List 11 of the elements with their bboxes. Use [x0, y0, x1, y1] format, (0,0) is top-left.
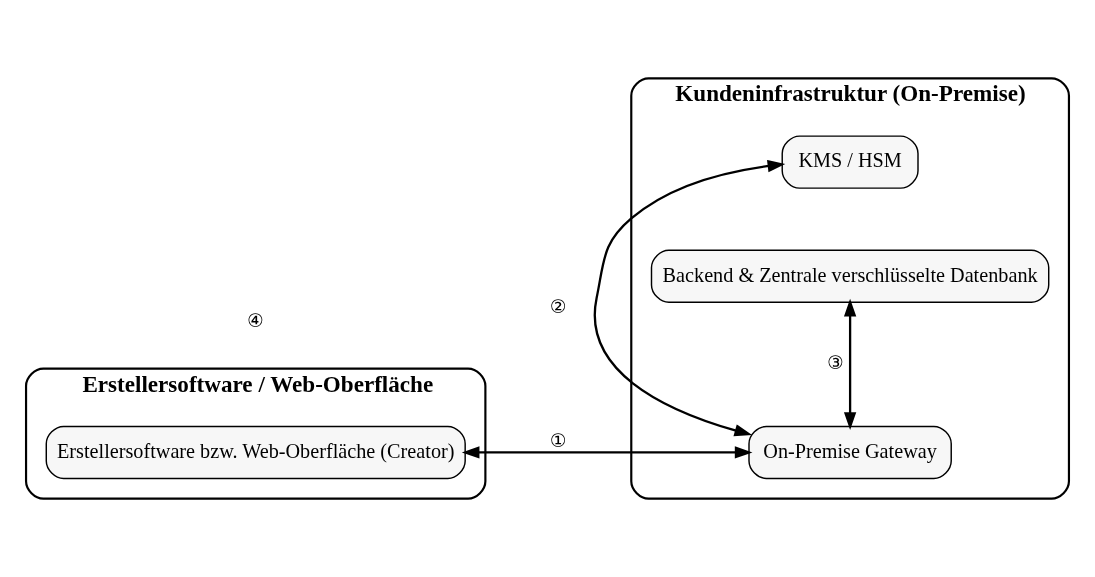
edge-label: ③ [827, 352, 845, 374]
node-box: On-Premise Gateway [748, 425, 952, 480]
edge-label: ② [549, 295, 567, 317]
arrow [461, 446, 753, 459]
node-box: KMS / HSM [781, 135, 919, 189]
arrow [593, 159, 786, 437]
arrow [843, 298, 857, 430]
node-box: Backend & Zentrale verschlüsselte Datenbank [650, 249, 1050, 303]
label: ④ [247, 310, 265, 332]
edge-label: ① [549, 430, 567, 452]
node-box: Erstellersoftware bzw. Web-Oberfläche (Creator) [45, 425, 466, 480]
